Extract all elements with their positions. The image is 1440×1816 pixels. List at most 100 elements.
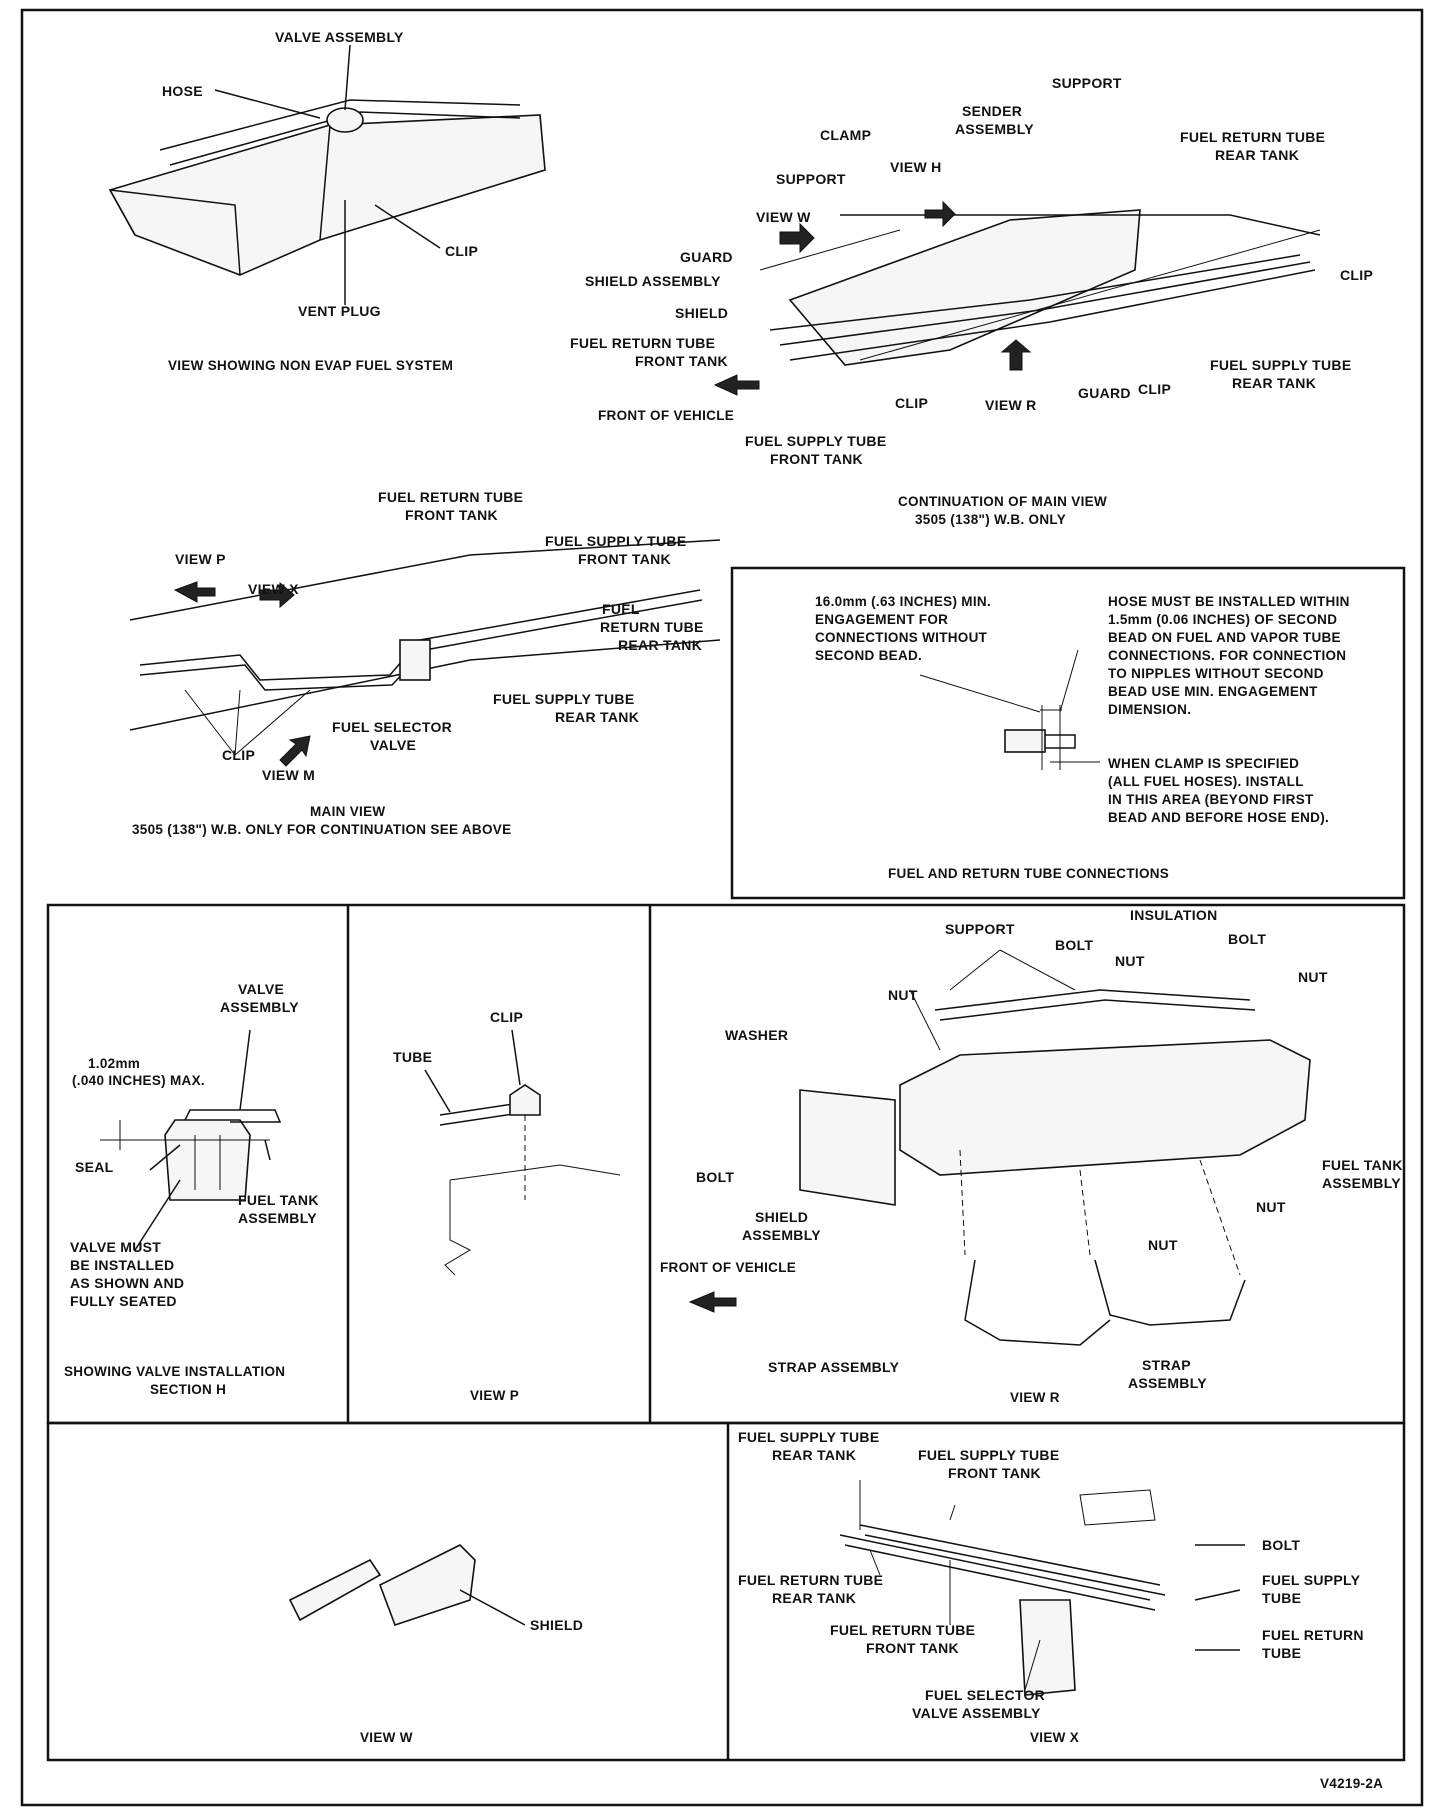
conn-right-6: BEAD USE MIN. ENGAGEMENT — [1108, 684, 1318, 699]
h-dim-2: (.040 INCHES) MAX. — [72, 1073, 205, 1088]
view-x: FUEL SUPPLY TUBE REAR TANK FUEL SUPPLY T… — [738, 1429, 1364, 1745]
figure-id: V4219-2A — [1320, 1776, 1383, 1791]
r-bolt-2: BOLT — [1228, 931, 1266, 947]
cont-support-left: SUPPORT — [776, 171, 846, 187]
cont-guard-right: GUARD — [1078, 385, 1131, 401]
cont-frt-1: FUEL RETURN TUBE — [570, 335, 715, 351]
p-tube: TUBE — [393, 1049, 432, 1065]
view-w-frame — [288, 1558, 382, 1622]
main-fuel-rt-3: REAR TANK — [618, 637, 702, 653]
r-tank-1: FUEL TANK — [1322, 1157, 1403, 1173]
h-seal: SEAL — [75, 1159, 114, 1175]
cont-view-w: VIEW W — [756, 209, 811, 225]
r-washer: WASHER — [725, 1027, 788, 1043]
main-fst-front-2: FRONT TANK — [578, 551, 671, 567]
r-caption: VIEW R — [1010, 1390, 1060, 1405]
conn-right-4: CONNECTIONS. FOR CONNECTION — [1108, 648, 1346, 663]
view-r-front-arrow — [688, 1291, 737, 1313]
x-fs-tube-2: TUBE — [1262, 1590, 1301, 1606]
view-p-clip-shape — [509, 1084, 541, 1116]
cont-front-vehicle: FRONT OF VEHICLE — [598, 408, 734, 423]
x-fr-tube-1: FUEL RETURN — [1262, 1627, 1364, 1643]
h-must-3: AS SHOWN AND — [70, 1275, 184, 1291]
cont-view-r: VIEW R — [985, 397, 1037, 413]
outer-frame — [20, 8, 1424, 1807]
continuation-tube-3 — [789, 269, 1316, 361]
view-r-supports — [934, 989, 1256, 1021]
view-r-shield — [799, 1089, 896, 1206]
panel-borders — [20, 8, 1424, 1807]
view-m-arrow — [279, 735, 311, 767]
conn-left-2: ENGAGEMENT FOR — [815, 612, 948, 627]
h-caption-2: SECTION H — [150, 1382, 226, 1397]
bottom-row-border — [46, 1421, 1406, 1762]
main-fst-rear-2: REAR TANK — [555, 709, 639, 725]
x-fst-rear-2: REAR TANK — [772, 1447, 856, 1463]
non-evap-tank — [108, 114, 546, 276]
x-fst-front-1: FUEL SUPPLY TUBE — [918, 1447, 1059, 1463]
h-caption-1: SHOWING VALVE INSTALLATION — [64, 1364, 285, 1379]
h-tank-2: ASSEMBLY — [238, 1210, 317, 1226]
main-clip: CLIP — [222, 747, 255, 763]
p-clip: CLIP — [490, 1009, 523, 1025]
x-fst-front-2: FRONT TANK — [948, 1465, 1041, 1481]
main-view-x: VIEW X — [248, 581, 299, 597]
main-tube-1 — [139, 589, 701, 681]
main-selector-valve — [399, 639, 431, 681]
r-nut-2: NUT — [1298, 969, 1328, 985]
main-fuel-rt-2: RETURN TUBE — [600, 619, 704, 635]
r-nut-4: NUT — [1256, 1199, 1286, 1215]
h-must-4: FULLY SEATED — [70, 1293, 177, 1309]
cont-clip-far: CLIP — [1340, 267, 1373, 283]
h-must-2: BE INSTALLED — [70, 1257, 174, 1273]
non-evap-caption: VIEW SHOWING NON EVAP FUEL SYSTEM — [168, 358, 453, 373]
front-of-vehicle-arrow — [713, 374, 760, 396]
h-must-1: VALVE MUST — [70, 1239, 161, 1255]
cont-view-h: VIEW H — [890, 159, 942, 175]
w-caption: VIEW W — [360, 1730, 413, 1745]
main-tube-2 — [139, 599, 703, 691]
cont-fst-rear-2: REAR TANK — [1232, 375, 1316, 391]
non-evap-valve — [326, 107, 364, 133]
continuation-view: SUPPORT SENDER ASSEMBLY CLAMP VIEW H SUP… — [570, 75, 1373, 527]
section-h-valve-body — [164, 1119, 251, 1201]
x-caption: VIEW X — [1030, 1730, 1079, 1745]
x-frt-rear-2: REAR TANK — [772, 1590, 856, 1606]
cont-clip-mid: CLIP — [895, 395, 928, 411]
x-fst-rear-1: FUEL SUPPLY TUBE — [738, 1429, 879, 1445]
main-selector-2: VALVE — [370, 737, 416, 753]
x-frt-rear-1: FUEL RETURN TUBE — [738, 1572, 883, 1588]
non-evap-hose-lines — [159, 99, 521, 166]
conn-clamp-1: WHEN CLAMP IS SPECIFIED — [1108, 756, 1299, 771]
conn-right-5: TO NIPPLES WITHOUT SECOND — [1108, 666, 1324, 681]
cont-caption-2: 3505 (138") W.B. ONLY — [915, 512, 1066, 527]
main-caption-2: 3505 (138") W.B. ONLY FOR CONTINUATION S… — [132, 822, 511, 837]
view-r-arrow — [1000, 339, 1032, 371]
conn-left-3: CONNECTIONS WITHOUT — [815, 630, 988, 645]
h-tank-1: FUEL TANK — [238, 1192, 319, 1208]
main-fuel-rt-1: FUEL — [602, 601, 640, 617]
conn-right-3: BEAD ON FUEL AND VAPOR TUBE — [1108, 630, 1341, 645]
view-p-arrow — [173, 581, 216, 603]
conn-right-7: DIMENSION. — [1108, 702, 1191, 717]
cont-sender-2: ASSEMBLY — [955, 121, 1034, 137]
cont-clamp: CLAMP — [820, 127, 871, 143]
cont-shield-assembly: SHIELD ASSEMBLY — [585, 273, 721, 289]
main-fst-rear-1: FUEL SUPPLY TUBE — [493, 691, 634, 707]
view-r-tank — [899, 1039, 1311, 1176]
r-nut-1: NUT — [1115, 953, 1145, 969]
main-frt-front-1: FUEL RETURN TUBE — [378, 489, 523, 505]
r-support: SUPPORT — [945, 921, 1015, 937]
r-front-vehicle: FRONT OF VEHICLE — [660, 1260, 796, 1275]
cont-fst-front-1: FUEL SUPPLY TUBE — [745, 433, 886, 449]
x-frt-front-2: FRONT TANK — [866, 1640, 959, 1656]
main-view-p: VIEW P — [175, 551, 226, 567]
non-evap-valve-label: VALVE ASSEMBLY — [275, 29, 404, 45]
view-x-arrow — [259, 581, 295, 609]
r-strap-right-2: ASSEMBLY — [1128, 1375, 1207, 1391]
cont-sender-1: SENDER — [962, 103, 1022, 119]
conn-right-1: HOSE MUST BE INSTALLED WITHIN — [1108, 594, 1350, 609]
h-dim-1: 1.02mm — [88, 1056, 140, 1071]
r-strap-left: STRAP ASSEMBLY — [768, 1359, 900, 1375]
x-bolt: BOLT — [1262, 1537, 1300, 1553]
